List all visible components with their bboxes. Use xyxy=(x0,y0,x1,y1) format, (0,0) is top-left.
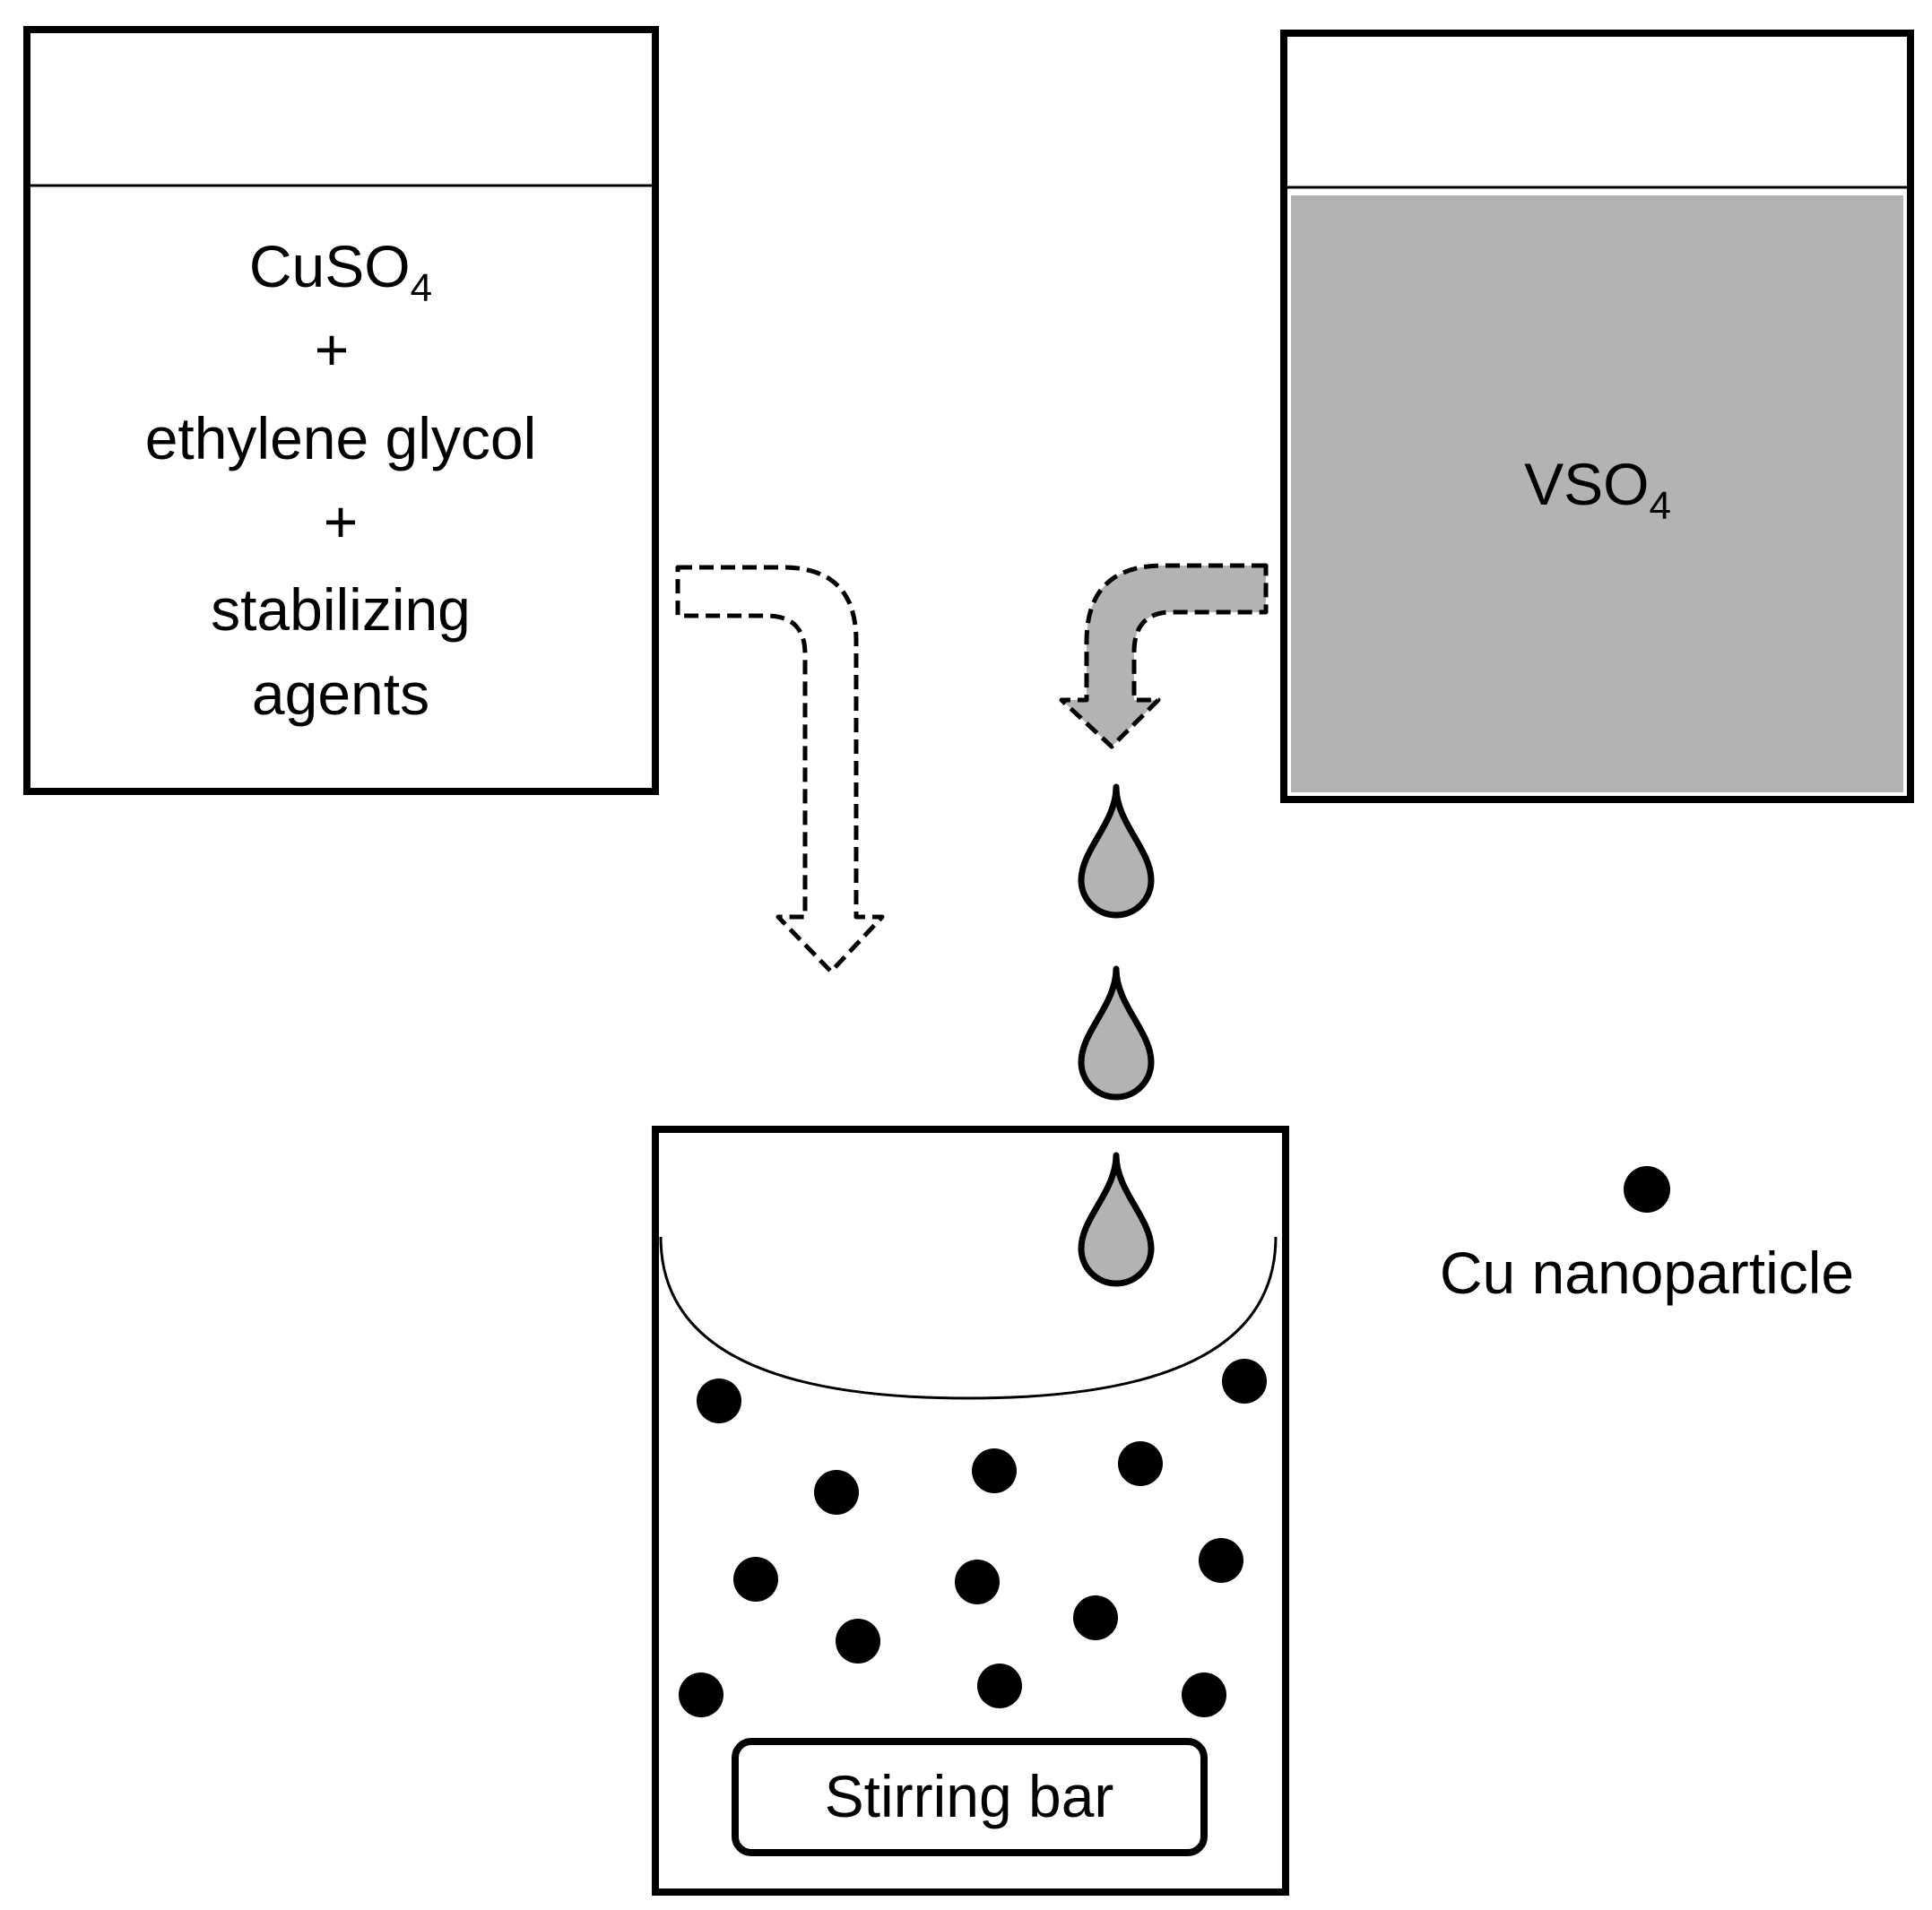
nanoparticle xyxy=(1182,1672,1226,1717)
nanoparticle xyxy=(977,1664,1022,1708)
nanoparticle xyxy=(679,1672,723,1717)
droplet-2 xyxy=(1078,965,1155,1101)
nanoparticle xyxy=(1222,1359,1267,1404)
left-label-agents: agents xyxy=(252,661,429,727)
nanoparticle xyxy=(1118,1441,1163,1486)
right-container-liquid xyxy=(1291,195,1903,792)
droplets xyxy=(1078,783,1155,1287)
beaker: Stirring bar xyxy=(652,1126,1289,1896)
nanoparticle xyxy=(955,1560,1000,1604)
left-container-outline xyxy=(23,26,659,795)
left-label-stabilizing: stabilizing xyxy=(211,576,471,643)
stirring-bar-label: Stirring bar xyxy=(825,1763,1114,1829)
nanoparticles xyxy=(679,1359,1267,1717)
beaker-meniscus xyxy=(659,1236,1278,1400)
right-label-vso4-sub: 4 xyxy=(1649,484,1670,528)
beaker-outline xyxy=(652,1126,1289,1896)
nanoparticle xyxy=(733,1557,778,1602)
droplet-1 xyxy=(1078,783,1155,919)
right-label-vso4-main: VSO xyxy=(1524,451,1649,517)
right-label-vso4: VSO4 xyxy=(1524,451,1671,528)
left-label-cuso4-main: CuSO xyxy=(249,233,411,299)
droplet-3 xyxy=(1078,1152,1155,1287)
nanoparticle xyxy=(1073,1595,1118,1640)
left-label-cuso4-sub: 4 xyxy=(411,266,432,310)
legend-nanoparticle-symbol xyxy=(1624,1166,1670,1213)
left-label-cuso4: CuSO4 xyxy=(249,233,432,310)
nanoparticle xyxy=(814,1470,859,1515)
nanoparticle xyxy=(697,1378,741,1423)
right-container: VSO4 xyxy=(1280,30,1914,803)
legend: Cu nanoparticle xyxy=(1440,1166,1854,1306)
legend-label: Cu nanoparticle xyxy=(1440,1240,1854,1306)
nanoparticle xyxy=(972,1448,1017,1493)
right-flow-arrow xyxy=(1059,563,1269,749)
left-label-ethylene-glycol: ethylene glycol xyxy=(145,405,537,471)
left-flow-arrow xyxy=(675,565,885,974)
nanoparticle xyxy=(836,1619,880,1664)
left-label-plus-1: + xyxy=(315,316,350,383)
nanoparticle xyxy=(1199,1538,1243,1583)
left-label-plus-2: + xyxy=(324,488,359,555)
left-container: CuSO4 + ethylene glycol + stabilizing ag… xyxy=(23,26,659,795)
stirring-bar xyxy=(732,1738,1208,1856)
